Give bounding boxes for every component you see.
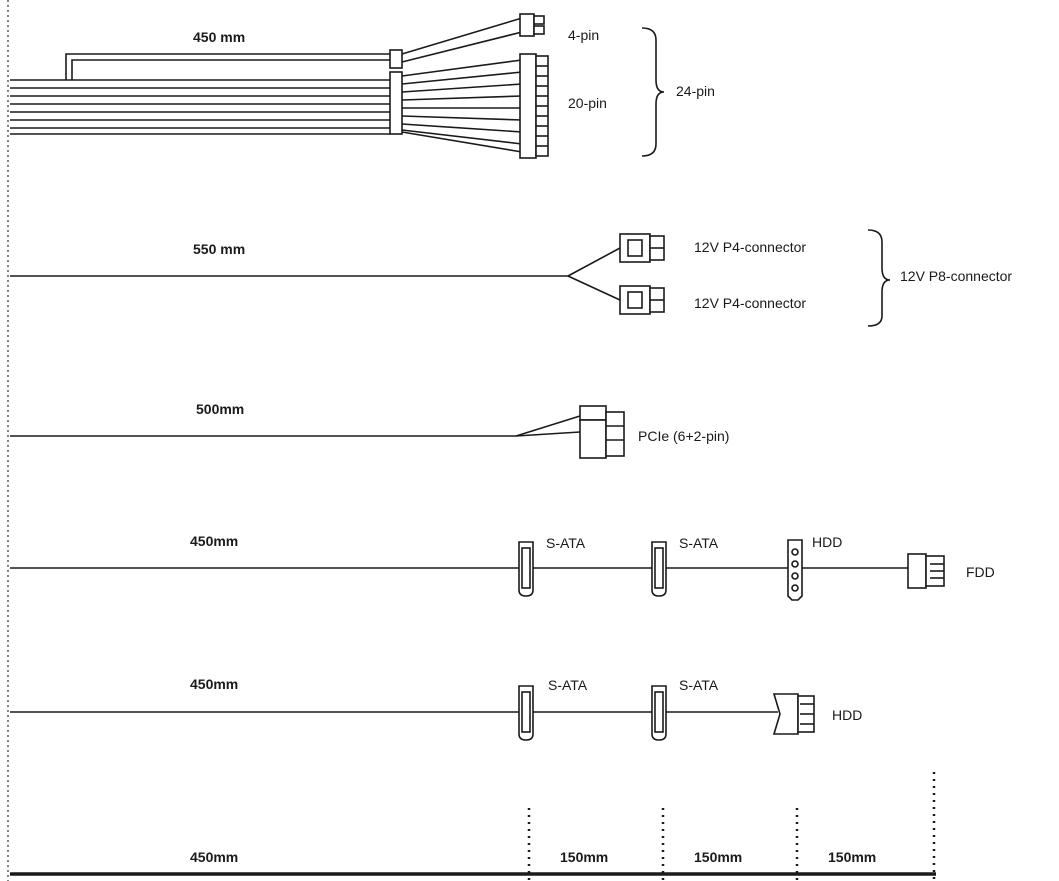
connector-label-sata: S-ATA [679, 677, 719, 693]
connector-label-p4: 12V P4-connector [694, 239, 806, 255]
brace-icon [641, 27, 665, 157]
sata-connector-icon [651, 685, 667, 741]
cable-sata-hdd: 450mm S-ATA S-ATA HDD [10, 676, 862, 741]
molex-connector-icon [787, 539, 803, 601]
cable-sleeve [389, 71, 403, 135]
twenty-pin-connector-icon [519, 53, 549, 159]
connector-label-fdd: FDD [966, 564, 995, 580]
four-pin-connector-icon [519, 13, 545, 37]
cable-length-label: 450 mm [193, 29, 245, 45]
pcie-connector-icon [579, 405, 625, 459]
cable-fan-wires [401, 59, 523, 153]
connector-label-sata: S-ATA [548, 677, 588, 693]
cable-wire-bundle [10, 53, 390, 135]
brace-icon [867, 229, 891, 327]
cable-length-label: 550 mm [193, 241, 245, 257]
cable-length-label: 450mm [190, 676, 238, 692]
cable-24pin: 450 mm 4-pin [10, 13, 715, 159]
group-label-p8: 12V P8-connector [900, 268, 1012, 284]
cable-sata-hdd-fdd: 450mm S-ATA S-ATA HDD FDD [10, 533, 995, 601]
scale-label: 150mm [694, 849, 742, 865]
connector-label-sata: S-ATA [679, 535, 719, 551]
cable-pcie: 500mm PCIe (6+2-pin) [10, 401, 729, 459]
connector-label-4pin: 4-pin [568, 27, 599, 43]
connector-label-pcie: PCIe (6+2-pin) [638, 428, 729, 444]
p4-connector-icon [619, 285, 665, 315]
cable-sleeve [389, 49, 403, 69]
connector-label-p4: 12V P4-connector [694, 295, 806, 311]
length-scale: 450mm 150mm 150mm 150mm [10, 772, 936, 880]
cable-length-label: 500mm [196, 401, 244, 417]
connector-label-sata: S-ATA [546, 535, 586, 551]
scale-label: 150mm [560, 849, 608, 865]
scale-label: 450mm [190, 849, 238, 865]
cable-length-label: 450mm [190, 533, 238, 549]
sata-connector-icon [518, 541, 534, 597]
fdd-connector-icon [907, 553, 945, 589]
group-label-24pin: 24-pin [676, 83, 715, 99]
sata-connector-icon [651, 541, 667, 597]
molex-connector-icon [772, 693, 815, 735]
connector-label-hdd: HDD [832, 707, 862, 723]
connector-label-hdd: HDD [812, 534, 842, 550]
sata-connector-icon [518, 685, 534, 741]
p4-connector-icon [619, 233, 665, 263]
connector-label-20pin: 20-pin [568, 95, 607, 111]
scale-label: 150mm [828, 849, 876, 865]
cable-12v-p8: 550 mm 12V P4-connector 12V P4-connector… [10, 229, 1012, 327]
